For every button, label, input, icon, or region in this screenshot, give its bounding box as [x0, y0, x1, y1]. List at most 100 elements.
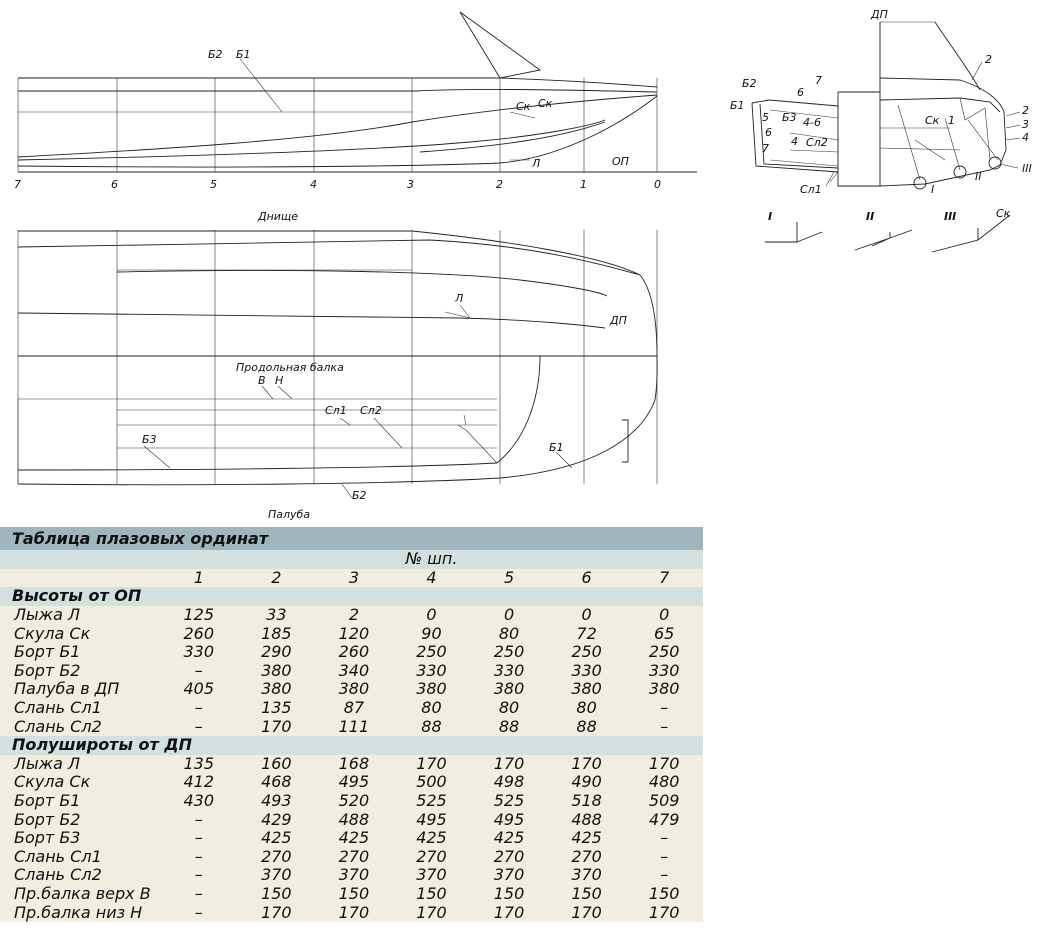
label-b1-profile: Б1: [236, 48, 251, 61]
frame-number: 1: [160, 569, 238, 588]
table-cell: 380: [625, 680, 703, 699]
table-cell: 480: [625, 773, 703, 792]
plan-view: Днище Л ДП Продольная балка В Н Сл1 Сл2 …: [17, 210, 658, 521]
row-label: Борт Б2: [0, 662, 160, 681]
table-cell: –: [160, 885, 238, 904]
bottom-caption: Днище: [257, 210, 298, 223]
table-cell: 490: [547, 773, 626, 792]
table-cell: 150: [237, 885, 316, 904]
table-cell: 525: [392, 792, 471, 811]
table-cell: 170: [470, 903, 548, 922]
table-cell: 168: [315, 755, 393, 774]
body-label-sk: Ск: [925, 114, 940, 127]
body-label-3: 3: [1022, 118, 1029, 131]
table-cell: 488: [315, 810, 393, 829]
table-cell: 170: [547, 903, 626, 922]
body-label-2a: 2: [985, 53, 992, 66]
table-cell: 340: [315, 662, 393, 681]
chine-line-lower: [17, 119, 606, 161]
svg-text:5: 5: [210, 178, 217, 191]
section-header: Полуширoты от ДП: [0, 736, 703, 755]
table-cell: 518: [547, 792, 626, 811]
body-plan: ДП 2 7 6 Б2 Б1 5 Б3 4-6 6 4 Сл2 7 Ск 1 2…: [730, 8, 1032, 196]
table-cell: 135: [237, 699, 316, 718]
table-cell: 429: [237, 810, 316, 829]
table-cell: 160: [237, 755, 316, 774]
detail-i-label: I: [768, 210, 772, 223]
label-v: В: [258, 374, 266, 387]
table-cell: –: [160, 662, 238, 681]
table-cell: 525: [470, 792, 548, 811]
body-label-1: 1: [948, 114, 955, 127]
detail-circle-1: [913, 176, 927, 190]
detail-i-sketch: [765, 222, 823, 243]
table-cell: 493: [237, 792, 316, 811]
table-cell: 170: [237, 903, 316, 922]
table-cell: 90: [392, 624, 471, 643]
deck-outline-b2: [17, 355, 658, 486]
frame-number: 4: [392, 569, 471, 588]
table-cell: 498: [470, 773, 548, 792]
profile-stations: [17, 78, 658, 172]
frame-header: № шп.: [160, 550, 703, 569]
body-label-6b: 6: [765, 126, 772, 139]
profile-station-labels: 7 6 5 4 3 2 1 0: [14, 178, 661, 191]
frame-number: 2: [237, 569, 316, 588]
body-label-b2: Б2: [742, 77, 757, 90]
table-cell: 170: [547, 755, 626, 774]
bottom-outline: [18, 230, 658, 357]
section-header: Высоты от ОП: [0, 587, 703, 606]
chine-details: I II III Ск: [765, 207, 1011, 253]
table-cell: 425: [392, 829, 471, 848]
table-cell: 80: [470, 624, 548, 643]
body-label-5: 5: [762, 111, 769, 124]
bow-deck-line: [499, 77, 658, 88]
table-cell: 260: [315, 643, 393, 662]
table-cell: 250: [392, 643, 471, 662]
table-cell: 380: [547, 680, 626, 699]
table-cell: 135: [160, 755, 238, 774]
body-label-2b: 2: [1022, 104, 1029, 117]
table-cell: 2: [315, 606, 393, 625]
label-op: ОП: [612, 155, 629, 168]
windshield-profile: [459, 11, 542, 79]
label-b1-plan: Б1: [549, 441, 564, 454]
table-cell: 380: [470, 680, 548, 699]
table-cell: 33: [237, 606, 316, 625]
table-cell: 150: [392, 885, 471, 904]
table-cell: 80: [392, 699, 471, 718]
table-cell: 520: [315, 792, 393, 811]
label-sl1: Сл1: [325, 404, 347, 417]
label-b2-plan: Б2: [352, 489, 367, 502]
table-cell: 185: [237, 624, 316, 643]
label-b2-profile: Б2: [208, 48, 223, 61]
label-sk-profile-1: Ск: [516, 100, 531, 113]
label-n: Н: [275, 374, 283, 387]
body-label-7: 7: [815, 74, 822, 87]
table-cell: 425: [470, 829, 548, 848]
detail-ii-sketch: [854, 229, 913, 251]
row-label: Лыжа Л: [0, 755, 160, 774]
detail-circle-3: [988, 156, 1002, 170]
table-cell: 425: [237, 829, 316, 848]
bow-section-outline: [879, 77, 1007, 187]
windshield-section: [934, 21, 981, 91]
row-label: Пр.балка низ Н: [0, 903, 160, 922]
row-label: Борт Б2: [0, 810, 160, 829]
table-cell: –: [160, 847, 238, 867]
table-cell: 380: [237, 680, 316, 699]
label-sl2: Сл2: [360, 404, 382, 417]
table-cell: 405: [160, 680, 238, 699]
table-cell: 87: [315, 699, 393, 718]
table-cell: –: [625, 829, 703, 848]
table-cell: 290: [237, 643, 316, 662]
